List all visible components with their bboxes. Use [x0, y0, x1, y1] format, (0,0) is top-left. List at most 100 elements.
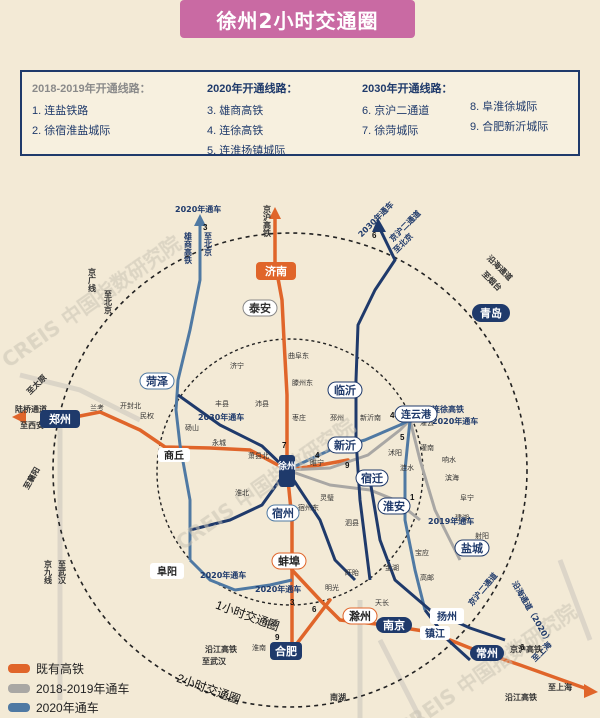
route-label: 京沪高铁: [263, 204, 272, 238]
city-zhengzhou: 郑州: [40, 410, 80, 428]
city-hefei: 合肥: [270, 642, 302, 660]
station-label: 睢宁: [310, 458, 324, 467]
station-label: 定远: [265, 618, 279, 627]
city-labels: 济南 泰安 青岛 临沂 菏泽 郑州 商丘 徐州: [40, 262, 510, 661]
station-label: 砀山: [185, 423, 199, 432]
station-label: 新沂南: [360, 413, 381, 422]
line-number: 1: [410, 493, 415, 502]
route-label: 雄商高铁: [184, 231, 193, 265]
station-label: 沛县: [255, 399, 269, 408]
line-number: 7: [282, 441, 287, 450]
svg-text:宿州: 宿州: [272, 506, 294, 520]
route-label: 连徐高铁: [432, 404, 464, 414]
legend-group-2030-cont: 8. 阜淮徐城际 9. 合肥新沂城际: [470, 98, 548, 138]
legend-group-2020: 2020年开通线路： 3. 雄商高铁 4. 连徐高铁 5. 连淮扬镇城际: [207, 80, 297, 162]
svg-text:青岛: 青岛: [480, 306, 502, 320]
page-title: 徐州2小时交通圈: [216, 8, 379, 33]
city-fuyang: 阜阳: [150, 563, 184, 579]
route-label: 2020年通车: [175, 204, 221, 214]
route-label: 至襄阳: [21, 465, 42, 491]
one-hour-circle-label: 1小时交通圈: [214, 597, 282, 634]
legend-group-2030: 2030年开通线路： 6. 京沪二通道 7. 徐菏城际: [362, 80, 452, 142]
city-changzhou: 常州: [470, 645, 504, 661]
station-label: 响水: [442, 455, 456, 464]
line-number: 3: [290, 598, 295, 607]
route-label: 2030年通车: [198, 412, 244, 422]
route-label: 至北京: [104, 290, 113, 315]
station-label: 曲阜东: [288, 351, 309, 360]
svg-text:郑州: 郑州: [49, 412, 71, 426]
station-label: 淮北: [235, 488, 249, 497]
station-label: 阜宁: [460, 493, 474, 502]
swatch: [8, 684, 30, 693]
route-label: 至武汉: [202, 656, 227, 666]
route-label: 京沪高铁: [510, 644, 542, 654]
station-label: 济宁: [230, 361, 244, 370]
city-xinyi: 新沂: [327, 436, 363, 454]
station-label: 淮南: [252, 643, 266, 652]
station-label: 金湖: [385, 563, 399, 572]
swatch: [8, 703, 30, 712]
city-bengbu: 蚌埠: [271, 552, 307, 570]
station-label: 涟水: [400, 463, 414, 472]
key-label: 既有高铁: [36, 662, 85, 676]
route-label: 京九线: [44, 559, 53, 585]
route-label: 沿江高铁: [505, 692, 537, 702]
legend-group-2018: 2018-2019年开通线路： 1. 连盐铁路 2. 徐宿淮盐城际: [32, 80, 151, 142]
city-shangqiu: 商丘: [158, 448, 190, 462]
route-label: 至武汉: [57, 560, 67, 585]
legend-item: 3. 雄商高铁: [207, 105, 264, 117]
line-number-markers: 3 6 7 4 9 4 5 1 3 9 6 6: [203, 223, 525, 652]
city-lianyungang: 连云港: [394, 405, 438, 423]
line-2020: [174, 222, 427, 611]
svg-text:连云港: 连云港: [401, 408, 432, 421]
legend-heading: 2020年开通线路：: [207, 83, 298, 95]
two-hour-circle: [52, 232, 528, 708]
route-label: 至西安: [20, 420, 44, 430]
city-linyi: 临沂: [327, 381, 363, 399]
station-label: 宝应: [415, 548, 429, 557]
station-label: 泗县: [345, 519, 359, 527]
route-label: 沿江高铁: [205, 644, 237, 654]
station-label: 沭阳: [388, 448, 402, 457]
svg-text:菏泽: 菏泽: [146, 374, 168, 388]
svg-text:临沂: 临沂: [334, 383, 356, 397]
route-label: 京沪二通道: [466, 571, 499, 608]
route-label: 南湖: [330, 692, 346, 702]
arrow-left-icon: [12, 410, 26, 424]
svg-text:镇江: 镇江: [425, 627, 445, 640]
rail-network-map: CREIS 中国指数研究院 CREIS 中国指数研究院 CREIS 中国指数研究…: [0, 199, 598, 718]
station-label: 灌南: [420, 443, 434, 452]
city-yancheng: 盐城: [454, 539, 490, 557]
station-label: 萧县北: [248, 451, 269, 460]
line-number: 3: [203, 223, 208, 232]
city-xuzhou: 徐州: [277, 455, 296, 487]
legend-item: 4. 连徐高铁: [207, 125, 264, 137]
city-suzhou-anhui: 宿州: [266, 504, 300, 522]
legend-item: 6. 京沪二通道: [362, 105, 430, 117]
arrow-up-icon: [194, 214, 206, 226]
line-number: 6: [372, 231, 377, 240]
svg-text:CREIS 中国指数研究院: CREIS 中国指数研究院: [0, 231, 185, 373]
route-label: 至北京: [204, 232, 213, 257]
station-label: 高邮: [420, 573, 434, 582]
station-label: 建湖: [455, 513, 469, 522]
legend-item: 5. 连淮扬镇城际: [207, 145, 286, 157]
route-label: 京广线: [88, 267, 97, 293]
legend-item: 7. 徐菏城际: [362, 125, 419, 137]
key-2018-2019: 2018-2019年通车: [8, 680, 129, 697]
station-label: 盱眙: [345, 568, 359, 577]
svg-text:淮安: 淮安: [383, 499, 405, 513]
city-qingdao: 青岛: [472, 304, 510, 322]
svg-text:新沂: 新沂: [334, 438, 356, 452]
route-legend: 2018-2019年开通线路： 1. 连盐铁路 2. 徐宿淮盐城际 2020年开…: [20, 70, 580, 157]
line-number: 9: [275, 633, 280, 642]
station-label: 民权: [140, 411, 154, 420]
svg-text:盐城: 盐城: [461, 541, 483, 555]
legend-item: 2. 徐宿淮盐城际: [32, 125, 111, 137]
line-number: 6: [520, 643, 525, 652]
station-label: 开封北: [120, 401, 141, 410]
key-label: 2020年通车: [36, 701, 99, 715]
city-zhenjiang: 镇江: [420, 626, 450, 640]
city-heze: 菏泽: [139, 372, 175, 390]
